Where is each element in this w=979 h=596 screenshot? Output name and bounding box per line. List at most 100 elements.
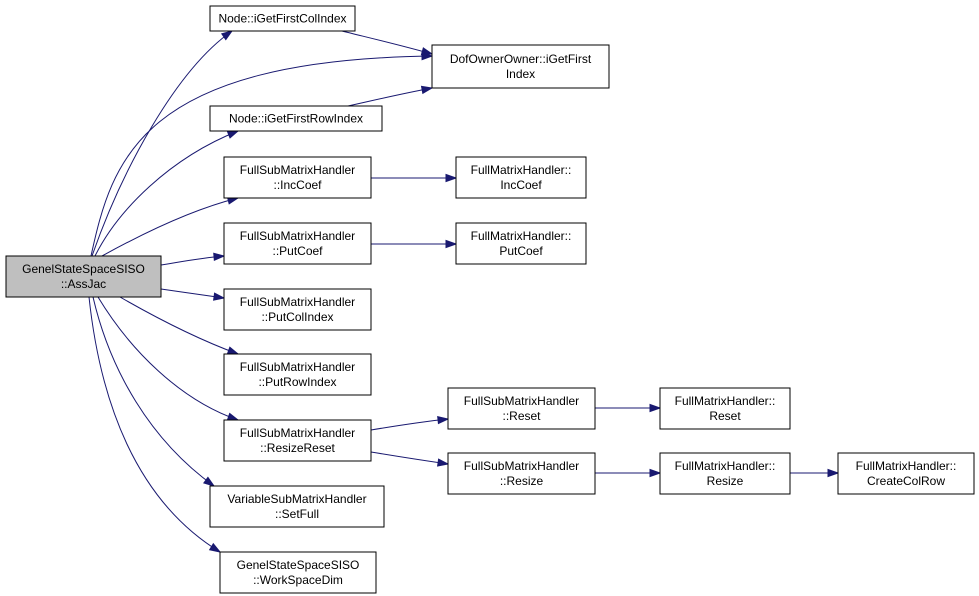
node-label-line: FullSubMatrixHandler [240,360,355,374]
node-label-line: ::SetFull [275,507,319,521]
node-label-line: Reset [709,409,741,423]
edge-root-to-n10 [97,296,240,421]
edge-n4-to-n5 [371,173,458,183]
node-label-line: FullSubMatrixHandler [240,295,355,309]
node-label-line: GenelStateSpaceSISO [22,262,145,276]
node-box [447,452,596,495]
node-label-line: VariableSubMatrixHandler [227,492,366,506]
edge-line [92,296,215,487]
node-box [209,485,385,528]
node-label-line: ::Reset [502,409,541,423]
arrow-head [208,542,222,553]
node-label-line: ::IncCoef [273,178,322,192]
edge-root-to-n3 [94,130,240,257]
arrow-head [420,85,434,95]
edge-line [88,296,221,553]
edge-n11-to-n12 [595,403,662,413]
arrow-head [437,415,450,425]
node-label-line: FullSubMatrixHandler [464,394,579,408]
node-label-line: FullSubMatrixHandler [240,229,355,243]
edges-layer [88,30,840,553]
edge-root-to-n17 [88,296,222,553]
arrow-head [437,458,450,467]
node-label-line: ::PutCoef [272,244,323,258]
node-n16[interactable]: VariableSubMatrixHandler::SetFull [209,485,385,528]
node-n11[interactable]: FullSubMatrixHandler::Reset [447,387,596,430]
arrow-head [445,239,458,249]
node-label-line: FullMatrixHandler:: [675,394,776,408]
edge-line [370,418,449,431]
edge-root-to-n4 [101,196,240,257]
node-n5[interactable]: FullMatrixHandler::IncCoef [455,156,587,199]
node-box [5,255,162,298]
edge-line [347,87,433,107]
node-label-line: FullSubMatrixHandler [240,426,355,440]
node-label-line: CreateColRow [867,474,945,488]
arrow-head [220,30,234,41]
node-n8[interactable]: FullSubMatrixHandler::PutColIndex [223,288,372,331]
arrow-head [649,468,662,478]
node-n12[interactable]: FullMatrixHandler::Reset [659,387,791,430]
node-label-line: Index [506,67,535,81]
node-box [223,288,372,331]
edge-n6-to-n7 [371,239,458,249]
node-label-line: FullSubMatrixHandler [240,163,355,177]
node-label-line: ::ResizeReset [260,441,335,455]
arrow-head [226,130,240,139]
node-box [837,452,975,495]
arrow-head [226,346,240,355]
node-n4[interactable]: FullSubMatrixHandler::IncCoef [223,156,372,199]
node-label-line: FullMatrixHandler:: [856,459,957,473]
edge-line [119,296,239,355]
edge-line [90,55,433,257]
node-label-line: DofOwnerOwner::iGetFirst [450,52,592,66]
arrow-head [203,476,216,487]
root-node[interactable]: GenelStateSpaceSISO::AssJac [5,255,162,298]
node-box [455,222,587,265]
node-label-line: FullMatrixHandler:: [471,229,572,243]
node-label-line: ::PutRowIndex [258,375,336,389]
edge-n3-to-n2 [347,85,434,107]
edge-line [341,30,433,55]
edge-line [97,296,239,421]
node-label-line: ::PutColIndex [261,310,333,324]
edge-root-to-n16 [92,296,216,487]
node-n17[interactable]: GenelStateSpaceSISO::WorkSpaceDim [219,551,377,594]
edge-line [101,197,239,257]
edge-root-to-n1 [91,30,234,257]
node-n13[interactable]: FullSubMatrixHandler::Resize [447,452,596,495]
edge-n14-to-n15 [790,468,840,478]
node-label-line: ::WorkSpaceDim [253,573,343,587]
arrow-head [213,252,226,262]
node-label-line: GenelStateSpaceSISO [237,558,360,572]
node-n10[interactable]: FullSubMatrixHandler::ResizeReset [223,419,372,462]
node-box [209,105,383,132]
node-box [219,551,377,594]
node-box [455,156,587,199]
edge-root-to-n9 [119,296,240,355]
edge-n1-to-n2 [341,30,434,56]
nodes-layer: GenelStateSpaceSISO::AssJac Node::iGetFir… [5,5,975,594]
edge-line [94,130,239,257]
node-n1[interactable]: Node::iGetFirstColIndex [209,5,356,32]
node-box [223,222,372,265]
node-n14[interactable]: FullMatrixHandler::Resize [659,452,791,495]
edge-n13-to-n14 [595,468,662,478]
arrow-head [420,47,434,56]
edge-line [370,451,449,465]
node-box [659,387,791,430]
node-n9[interactable]: FullSubMatrixHandler::PutRowIndex [223,353,372,396]
arrow-head [445,173,458,183]
node-box [209,5,356,32]
edge-root-to-n6 [160,252,226,266]
node-n7[interactable]: FullMatrixHandler::PutCoef [455,222,587,265]
node-label-line: Node::iGetFirstRowIndex [229,112,363,126]
node-n15[interactable]: FullMatrixHandler::CreateColRow [837,452,975,495]
node-n3[interactable]: Node::iGetFirstRowIndex [209,105,383,132]
edge-n10-to-n13 [370,451,450,467]
edge-root-to-n8 [160,288,226,301]
arrow-head [649,403,662,413]
node-n6[interactable]: FullSubMatrixHandler::PutCoef [223,222,372,265]
